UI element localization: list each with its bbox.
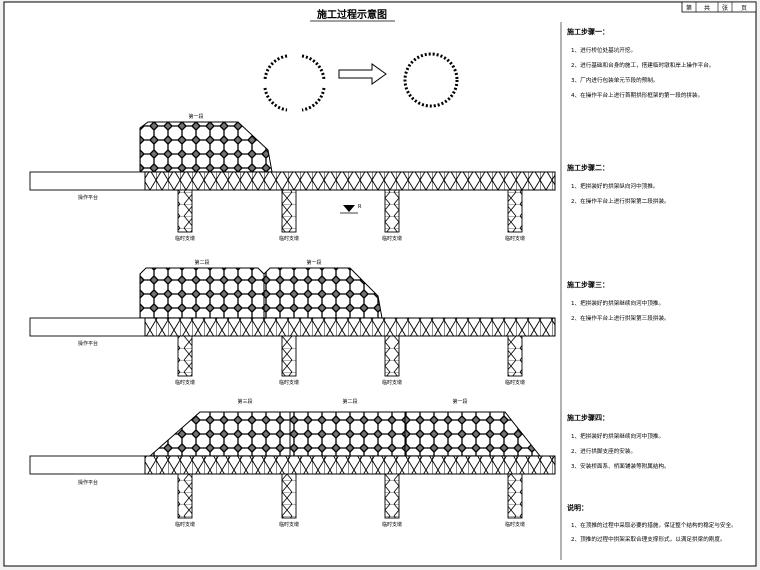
stage-1-pier-3 — [384, 189, 400, 233]
stage-1-truss-beam — [144, 171, 556, 191]
stage-4: 第三段 第二段 第一段 操作平台 临时支墩 临时支墩 临时支墩 临时支墩 — [29, 398, 556, 528]
stage-4-pier-2 — [281, 473, 297, 519]
drawing-title: 施工过程示意图 — [317, 8, 387, 21]
step-1-item-1: 1、进行桥位处基坑开挖。 — [571, 46, 636, 54]
notes-column: 施工步骤一： 1、进行桥位处基坑开挖。 2、进行基础和台身的施工，搭建临时墩和岸… — [567, 27, 737, 543]
step-1-item-4: 4、在操作平台上进行首期拱形框架的第一段的拼装。 — [571, 91, 703, 99]
stage-4-pier-4 — [507, 473, 523, 519]
step-1-item-3: 3、厂内进行包装单元节段的预制。 — [571, 76, 658, 84]
sheet-border — [3, 1, 757, 567]
ring-assembled — [403, 52, 459, 108]
elevation-mark-label: R — [358, 204, 362, 210]
ring-segment-bottom-right — [301, 87, 326, 112]
step-1-heading: 施工步骤一： — [567, 27, 609, 36]
ring-segments-diagram — [263, 52, 459, 112]
stage-4-seg1-label: 第一段 — [452, 398, 467, 405]
stage-2-pier-1-label: 临时支墩 — [175, 379, 195, 386]
stage-1-pier-4 — [507, 189, 523, 233]
stage-2-pier-4 — [507, 335, 523, 377]
note-item-2: 2、顶推的过程中拱架采取合理支撑形式，以满足拱梁的刚度。 — [571, 535, 726, 543]
stage-2-pier-3 — [384, 335, 400, 377]
stage-2-seg2-label: 第二段 — [194, 259, 209, 266]
page-cell-d: 页 — [741, 5, 747, 12]
stage-1: 第一段 操作平台 临时支墩 临时支墩 临时支墩 临时支墩 R — [29, 113, 556, 242]
stage-4-pier-3-label: 临时支墩 — [382, 521, 402, 528]
step-2-heading: 施工步骤二： — [567, 163, 609, 172]
step-2-item-2: 2、在操作平台上进行拱架第二段拼装。 — [571, 197, 670, 205]
step-3-heading: 施工步骤三： — [567, 280, 609, 289]
stage-2-pier-4-label: 临时支墩 — [505, 379, 525, 386]
stage-2-truss-beam — [144, 317, 556, 337]
stage-2-pier-1 — [177, 335, 193, 377]
stage-4-seg3-label: 第三段 — [237, 398, 252, 405]
stage-4-platform — [29, 455, 146, 475]
arrow-right-icon — [338, 63, 387, 85]
stage-1-pier-2 — [281, 189, 297, 233]
step-2-item-1: 1、把拼装好的拱架纵向河中顶推。 — [571, 182, 658, 190]
stage-2-pier-2-label: 临时支墩 — [279, 379, 299, 386]
stage-1-seg1-label: 第一段 — [188, 113, 203, 120]
stage-2-arch-segment-2 — [139, 267, 265, 319]
stage-4-pier-3 — [384, 473, 400, 519]
ring-segment-top-right — [301, 54, 326, 81]
stage-2: 第二段 第一段 操作平台 临时支墩 临时支墩 临时支墩 临时支墩 — [29, 259, 556, 386]
stage-4-pier-4-label: 临时支墩 — [505, 521, 525, 528]
stage-1-platform — [29, 171, 146, 191]
elevation-mark: R — [340, 204, 362, 214]
stage-1-pier-4-label: 临时支墩 — [505, 235, 525, 242]
stage-1-platform-label: 操作平台 — [78, 194, 98, 201]
stage-1-pier-2-label: 临时支墩 — [279, 235, 299, 242]
stage-4-seg2-label: 第二段 — [342, 398, 357, 405]
step-4-heading: 施工步骤四： — [567, 413, 609, 422]
stage-1-pier-1 — [177, 189, 193, 233]
step-4-item-2: 2、进行拱脚支座的安装。 — [571, 447, 636, 455]
note-item-1: 1、在顶推的过程中采取必要的措施，保证整个结构的稳定与安全。 — [571, 521, 737, 529]
stage-2-seg1-label: 第一段 — [306, 259, 321, 266]
ring-segment-bottom-left — [263, 87, 288, 112]
step-4-item-3: 3、安装桥面系、桥面铺装等附属结构。 — [571, 462, 670, 470]
step-3-item-1: 1、把拼装好的拱架继续向河中顶推。 — [571, 299, 664, 307]
stage-4-platform-label: 操作平台 — [78, 479, 98, 486]
step-3-item-2: 2、在操作平台上进行拱架第三段拼装。 — [571, 314, 670, 322]
page-cell-a: 第 — [686, 4, 692, 12]
ring-segment-top-left — [263, 54, 288, 81]
page-cell-b: 张 — [722, 4, 728, 12]
page-cell-c: 共 — [704, 4, 710, 12]
stage-2-platform-label: 操作平台 — [78, 340, 98, 347]
step-4-item-1: 1、把拼装好的拱架继续向河中顶推。 — [571, 432, 664, 440]
stage-2-pier-2 — [281, 335, 297, 377]
stage-4-pier-2-label: 临时支墩 — [279, 521, 299, 528]
stage-4-arch-full — [148, 411, 542, 457]
stage-1-pier-1-label: 临时支墩 — [175, 235, 195, 242]
step-1-item-2: 2、进行基础和台身的施工，搭建临时墩和岸上操作平台。 — [571, 61, 714, 69]
page-number-box: 第 张 共 页 — [681, 1, 757, 13]
stage-4-truss-beam — [144, 455, 556, 475]
notes-heading: 说明： — [567, 503, 588, 512]
stage-2-pier-3-label: 临时支墩 — [382, 379, 402, 386]
stage-2-platform — [29, 317, 146, 337]
stage-4-pier-1 — [177, 473, 193, 519]
stage-4-pier-1-label: 临时支墩 — [175, 521, 195, 528]
stage-1-pier-3-label: 临时支墩 — [382, 235, 402, 242]
